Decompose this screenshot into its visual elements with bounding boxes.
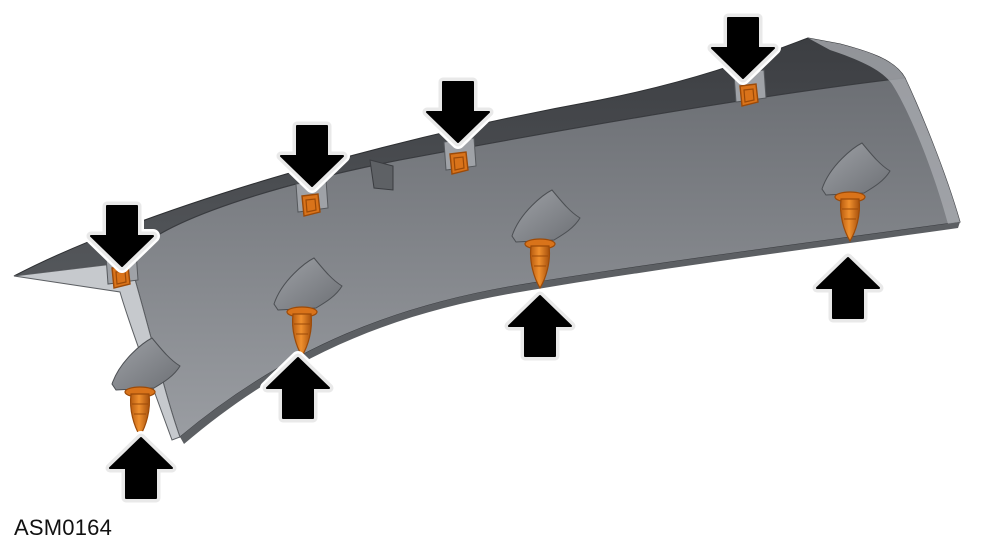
push-pin-3 bbox=[511, 189, 581, 290]
figure-reference-code: ASM0164 bbox=[14, 515, 113, 540]
clip-arrow-3 bbox=[420, 75, 496, 149]
pin-arrow-1 bbox=[103, 431, 179, 505]
pin-boss bbox=[111, 337, 181, 391]
push-pin-fastener-icon bbox=[524, 238, 556, 290]
clip-arrow-1 bbox=[84, 199, 160, 273]
pin-arrow-3 bbox=[502, 289, 578, 363]
retaining-clip-icon bbox=[449, 151, 469, 175]
panel-top-tab bbox=[369, 159, 394, 191]
pin-boss bbox=[821, 142, 891, 196]
arrow-down-icon bbox=[84, 199, 160, 273]
lower-push-pin-fasteners bbox=[111, 142, 891, 438]
panel-end-cap bbox=[808, 38, 960, 224]
push-pin-4 bbox=[821, 142, 891, 243]
pin-boss bbox=[511, 189, 581, 243]
pin-boss bbox=[273, 257, 343, 311]
retaining-clip-3 bbox=[443, 137, 477, 175]
retaining-clip-2 bbox=[295, 179, 329, 217]
clip-arrow-2 bbox=[274, 119, 350, 193]
arrow-up-icon bbox=[260, 351, 336, 425]
panel-left-edge bbox=[13, 261, 181, 441]
pin-arrow-4 bbox=[810, 251, 886, 325]
push-pin-fastener-icon bbox=[834, 191, 866, 243]
arrow-up-icon bbox=[810, 251, 886, 325]
push-pin-1 bbox=[111, 337, 181, 438]
clip-arrow-4 bbox=[705, 11, 781, 85]
arrow-up-icon bbox=[103, 431, 179, 505]
retaining-clip-icon bbox=[739, 83, 759, 107]
arrow-up-icon bbox=[502, 289, 578, 363]
retaining-clip-icon bbox=[301, 193, 321, 217]
arrow-down-icon bbox=[274, 119, 350, 193]
pin-arrow-2 bbox=[260, 351, 336, 425]
arrow-down-icon bbox=[420, 75, 496, 149]
arrow-down-icon bbox=[705, 11, 781, 85]
push-pin-fastener-icon bbox=[124, 386, 156, 438]
direction-arrows bbox=[84, 11, 886, 505]
